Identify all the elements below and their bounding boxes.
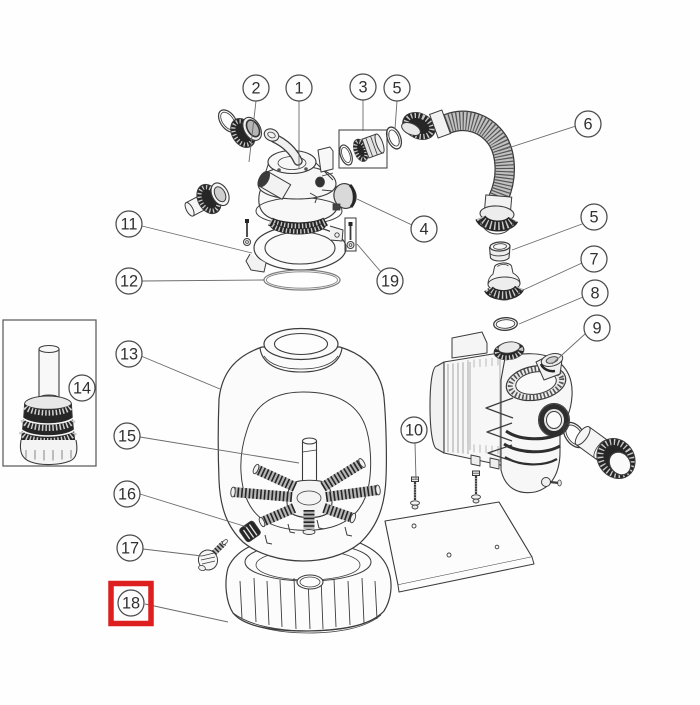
svg-text:18: 18 (122, 595, 140, 613)
svg-text:9: 9 (592, 320, 601, 338)
svg-text:5: 5 (589, 209, 598, 227)
svg-text:10: 10 (405, 422, 423, 440)
svg-text:14: 14 (73, 380, 91, 398)
svg-text:1: 1 (294, 80, 303, 98)
svg-text:16: 16 (118, 486, 136, 504)
svg-text:17: 17 (121, 540, 139, 558)
svg-text:4: 4 (419, 221, 428, 239)
svg-text:2: 2 (251, 80, 260, 98)
svg-text:7: 7 (589, 251, 598, 269)
svg-text:13: 13 (120, 346, 138, 364)
svg-text:19: 19 (381, 273, 399, 291)
svg-text:6: 6 (583, 116, 592, 134)
svg-text:12: 12 (120, 273, 138, 291)
svg-text:11: 11 (121, 216, 138, 234)
svg-text:3: 3 (358, 79, 367, 97)
svg-text:8: 8 (590, 285, 599, 303)
svg-text:5: 5 (392, 80, 401, 98)
svg-text:15: 15 (118, 428, 136, 446)
